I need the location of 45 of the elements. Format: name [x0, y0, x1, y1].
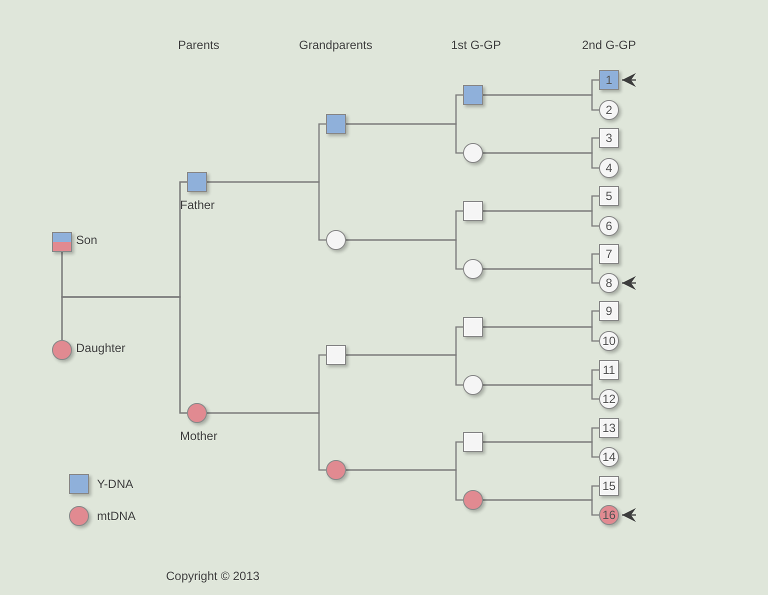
connector-line: [483, 499, 599, 516]
connector-line: [483, 384, 599, 400]
circle-symbol: 10: [599, 331, 619, 351]
legend-label: mtDNA: [97, 509, 136, 523]
circle-symbol: 6: [599, 216, 619, 236]
circle-symbol: 8: [599, 273, 619, 293]
connector-line: [346, 469, 463, 501]
connector-line: [483, 210, 599, 227]
connector-line: [346, 123, 463, 154]
person-label: Father: [179, 198, 215, 212]
pointer-arrow: [622, 276, 636, 290]
connector-line: [61, 296, 187, 414]
circle-symbol: 4: [599, 158, 619, 178]
person-label: Mother: [179, 429, 218, 443]
circle-symbol: 14: [599, 447, 619, 467]
connector-line: [483, 268, 599, 284]
square-symbol: 9: [599, 301, 619, 321]
pointer-arrow: [622, 73, 636, 87]
connector-line: [207, 181, 326, 241]
pointer-arrow: [622, 508, 636, 522]
square-symbol: 1: [599, 70, 619, 90]
circle-symbol: 12: [599, 389, 619, 409]
connector-line: [483, 441, 599, 458]
column-heading: Parents: [178, 38, 220, 52]
column-heading: 1st G-GP: [451, 38, 502, 52]
connector-line: [207, 412, 326, 471]
column-heading: 2nd G-GP: [582, 38, 636, 52]
column-heading: Grandparents: [299, 38, 372, 52]
square-symbol: 11: [599, 360, 619, 380]
person-label: Daughter: [76, 341, 126, 355]
square-symbol: 13: [599, 418, 619, 438]
square-symbol: 15: [599, 476, 619, 496]
person-label: Son: [76, 233, 98, 247]
circle-symbol: 2: [599, 100, 619, 120]
connector-line: [483, 94, 599, 111]
square-symbol: 5: [599, 186, 619, 206]
connector-line: [483, 326, 599, 342]
copyright-note: Copyright © 2013: [166, 569, 260, 583]
square-symbol: 3: [599, 128, 619, 148]
connector-line: [346, 354, 463, 386]
square-symbol: 7: [599, 244, 619, 264]
connector-line: [483, 152, 599, 169]
connector-line: [346, 239, 463, 270]
legend-label: Y-DNA: [97, 477, 134, 491]
circle-symbol: 16: [599, 505, 619, 525]
